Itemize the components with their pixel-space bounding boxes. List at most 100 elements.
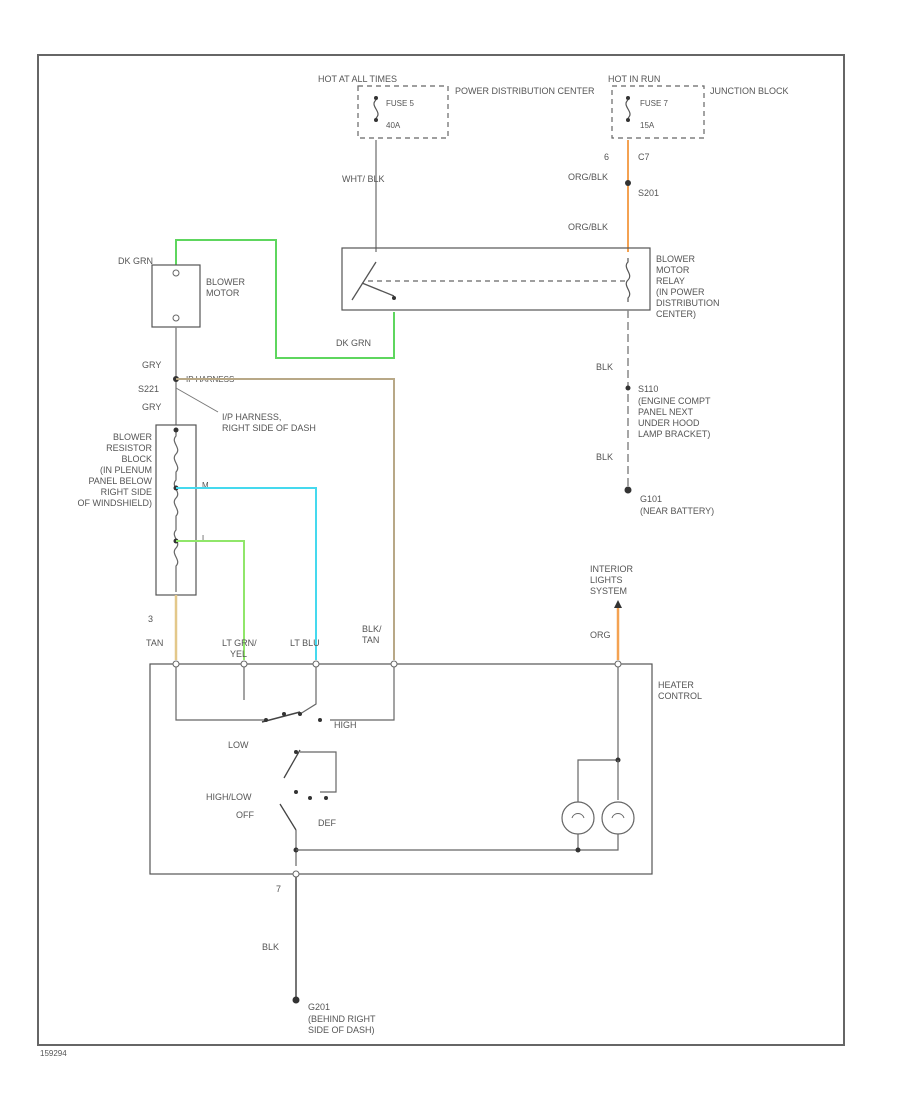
fuse5-symbol [373,99,379,119]
relay-switch-terminal [392,296,396,300]
label-lt-blu: LT BLU [290,638,320,648]
heater-term-blk-tan [390,660,398,668]
lamp-left-icon [561,801,595,835]
label-dk-grn-bottom: DK GRN [336,338,371,348]
resistor-element [173,428,179,592]
wire-blk-tan [176,378,395,660]
fuse5-terminal-bottom [374,118,378,122]
splice-s201 [625,180,631,186]
switch-wiring-low-high [175,667,266,721]
fan-switch-contact-4 [318,718,322,722]
fuse7-symbol [625,99,631,119]
blower-relay-box [341,247,651,311]
blower-motor-terminal-bottom [172,314,180,322]
lamp-right-icon [601,801,635,835]
lamp-right-filament [611,813,625,819]
label-term-7: 7 [276,884,281,894]
mode-switch-blade [279,803,297,831]
label-tan: TAN [146,638,163,648]
label-org-blk-2: ORG/BLK [568,222,608,232]
label-dk-grn-top: DK GRN [118,256,153,266]
ip-harness-pointer [175,387,219,413]
label-g101: G101 [640,494,662,504]
wire-lt-grn-yel [176,540,245,660]
label-blk-2: BLK [596,452,613,462]
label-term-3: 3 [148,614,153,624]
fuse5-box [357,85,449,139]
label-gry-1: GRY [142,360,161,370]
fan-switch-blade [261,711,301,723]
relay-coil [625,258,631,302]
label-s201: S201 [638,188,659,198]
splice-s110 [625,385,631,391]
label-term-6: 6 [604,152,609,162]
lamp-ground-splice [575,847,581,853]
label-high: HIGH [334,720,357,730]
fan-switch-contact-3 [298,712,302,716]
label-org-blk-1: ORG/BLK [568,172,608,182]
label-low: LOW [228,740,249,750]
lamp-left-filament [571,813,585,819]
label-term-c7: C7 [638,152,650,162]
fan-switch-contact-2 [282,712,286,716]
label-s110: S110 [638,384,658,394]
footer-code: 159294 [40,1049,67,1058]
label-pdc-top: POWER DISTRIBUTION CENTER [455,86,595,96]
label-fuse5-amp: 40A [386,121,401,130]
fuse7-terminal-bottom [626,118,630,122]
label-res-term-l: L [202,534,207,543]
label-s221: S221 [138,384,159,394]
relay-switch-arm [361,282,395,297]
diagram-frame [37,54,845,1046]
resistor-terminal-top [173,427,179,433]
switch-lt-blu-down [299,667,317,715]
interior-lights-arrow [614,600,622,608]
heater-term-lt-grn [240,660,248,668]
label-near-battery: (NEAR BATTERY) [640,506,714,516]
low-to-def-wire [300,751,337,793]
heater-term-lt-blu [312,660,320,668]
label-wht-blk: WHT/ BLK [342,174,385,184]
heater-term-tan [172,660,180,668]
label-hot-in-run: HOT IN RUN [608,74,660,84]
label-fuse5: FUSE 5 [386,99,415,108]
heater-term-7 [292,870,300,878]
fuse5-terminal-top [374,96,378,100]
relay-switch-contact [351,261,377,301]
low-switch-contact [294,750,298,754]
fan-switch-contact-1 [264,718,268,722]
ground-g201 [292,996,300,1004]
label-def: DEF [318,818,337,828]
heater-term-org [614,660,622,668]
label-fuse7-amp: 15A [640,121,655,130]
ground-g101 [624,486,632,494]
label-fuse7: FUSE 7 [640,99,669,108]
switch-high-wire [330,667,395,721]
wire-lt-blu [176,487,317,660]
low-switch-blade [283,749,301,779]
blower-motor-terminal-top [172,269,180,277]
label-org: ORG [590,630,611,640]
mode-switch-contact-2 [308,796,312,800]
mode-switch-contact-3 [324,796,328,800]
label-g201: G201 [308,1002,330,1012]
wire-dk-grn [175,239,395,359]
label-blk-3: BLK [262,942,279,952]
label-ip-harness-desc: I/P HARNESS,RIGHT SIDE OF DASH [222,412,316,433]
mode-switch-contact-1 [294,790,298,794]
fuse7-terminal-top [626,96,630,100]
label-blk-1: BLK [596,362,613,372]
label-hot-at-all-times: HOT AT ALL TIMES [318,74,397,84]
heater-control-box [149,663,653,875]
fuse7-box [611,85,705,139]
lamp-ground-wire [296,834,619,851]
label-blk-tan: BLK/TAN [362,624,382,645]
label-junction-block: JUNCTION BLOCK [710,86,789,96]
